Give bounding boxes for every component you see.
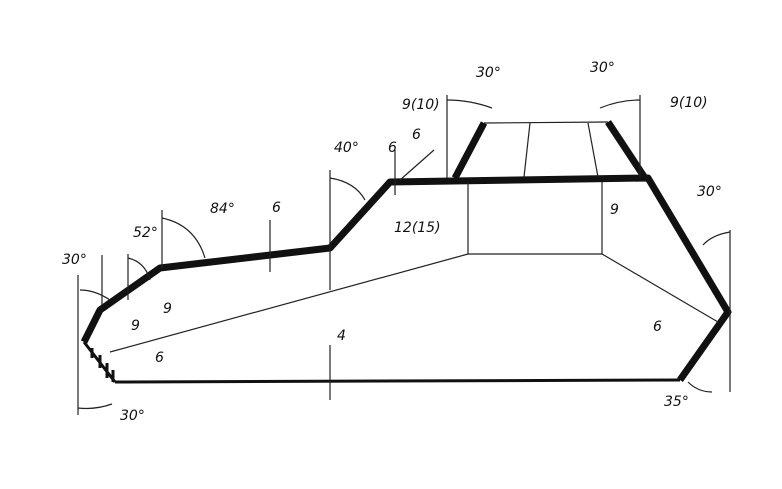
label-rear-upper-angle: 30°	[697, 184, 722, 200]
internal-lines	[109, 149, 719, 353]
label-lower-front-thickness: 6	[155, 350, 164, 366]
label-rear-upper-thickness: 9	[610, 202, 619, 218]
label-rear-lower-thickness: 6	[653, 319, 662, 335]
label-nose-angle: 30°	[62, 252, 87, 268]
label-turret-left-thickness: 9(10)	[402, 97, 440, 113]
label-lower-front-angle: 30°	[120, 408, 145, 424]
label-nose-thickness: 9	[131, 318, 140, 334]
label-upper-front-thickness: 9	[163, 301, 172, 317]
hull-outline	[80, 174, 732, 384]
label-roof-plate-thickness: 6	[412, 127, 421, 143]
label-superstructure-angle: 40°	[334, 140, 359, 156]
label-turret-left-angle: 30°	[476, 65, 501, 81]
label-roof-thickness: 6	[388, 140, 397, 156]
label-superstructure-front-thickness: 12(15)	[394, 220, 441, 236]
dimension-lines	[77, 95, 731, 415]
hatching	[90, 348, 115, 382]
label-rear-lower-angle: 35°	[664, 394, 689, 410]
label-turret-right-angle: 30°	[590, 60, 615, 76]
label-turret-right-thickness: 9(10)	[670, 95, 708, 111]
label-bottom-thickness: 4	[337, 328, 346, 344]
turret	[451, 120, 648, 180]
label-glacis-thickness: 6	[272, 200, 281, 216]
dimension-labels: 30° 9(10) 30° 9(10) 40° 6 6 12(15) 84° 6…	[62, 60, 722, 424]
label-glacis-angle: 84°	[210, 201, 235, 217]
label-upper-front-angle: 52°	[133, 225, 158, 241]
